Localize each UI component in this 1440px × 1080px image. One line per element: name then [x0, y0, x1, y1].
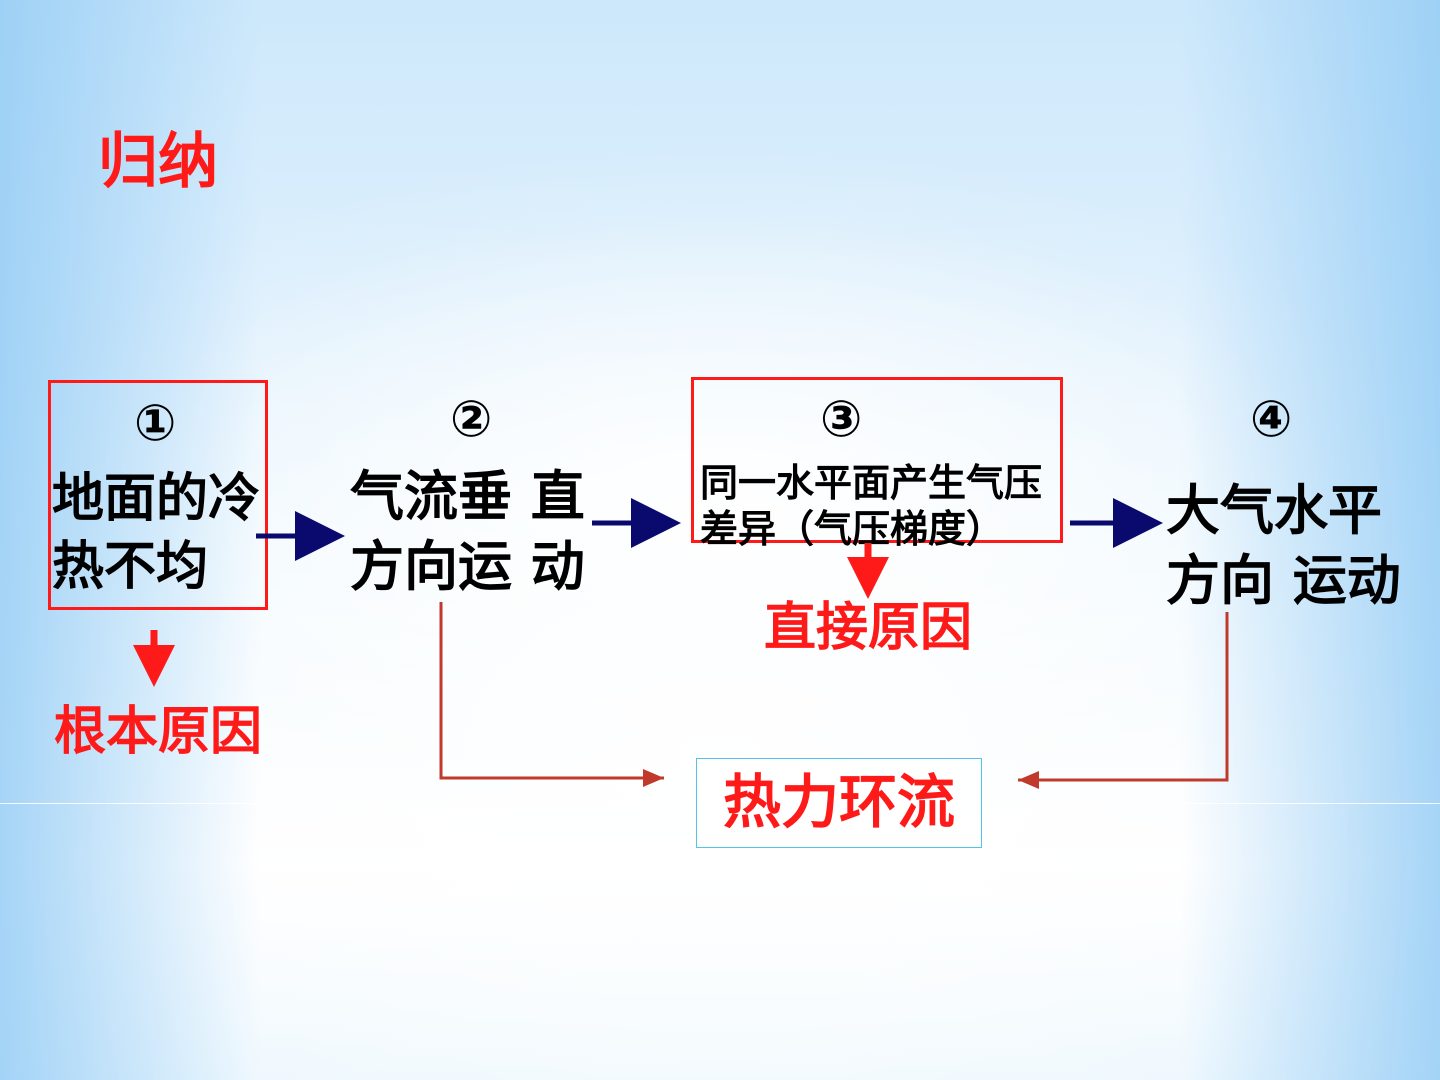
step-1-highlight-box — [48, 380, 268, 610]
step-2-number: ② — [450, 390, 493, 448]
step-3-highlight-box — [691, 377, 1063, 543]
step-3-line-2: 差异（气压梯度） — [700, 507, 1005, 551]
slide-title: 归纳 — [98, 127, 218, 197]
step-4-line-2: 方向 运动 — [1166, 549, 1401, 612]
direct-cause-label: 直接原因 — [764, 598, 973, 658]
step-3-line-1: 同一水平面产生气压 — [700, 461, 1043, 505]
connector-step4-to-result — [1018, 612, 1229, 789]
step-1-number: ① — [134, 394, 177, 452]
root-cause-label: 根本原因 — [54, 702, 263, 762]
result-label: 热力环流 — [722, 768, 955, 836]
result-box: 热力环流 — [696, 758, 982, 848]
step-1-line-2: 热不均 — [52, 537, 209, 597]
step-2-line-2: 方向运 动 — [350, 535, 585, 598]
step-1-line-1: 地面的冷 — [52, 469, 261, 529]
step-4-number: ④ — [1250, 390, 1293, 448]
background-edge-left — [0, 0, 260, 1080]
connector-step2-to-result — [439, 602, 664, 787]
background-edge-right — [1180, 0, 1440, 1080]
step-4-line-1: 大气水平 — [1166, 479, 1382, 542]
step-2-line-1: 气流垂 直 — [350, 465, 585, 528]
step-3-number: ③ — [820, 390, 863, 448]
